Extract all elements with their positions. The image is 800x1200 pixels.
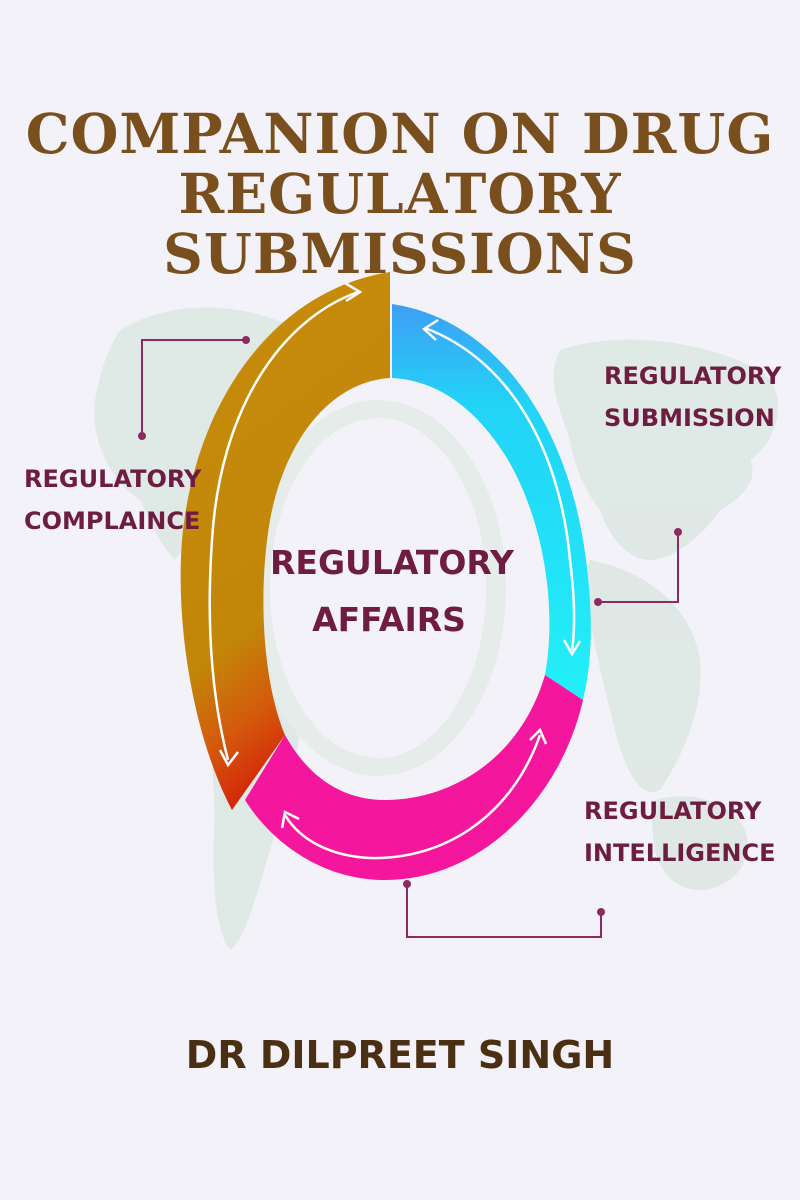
- flow-arrows: [208, 281, 582, 860]
- arrow-submission: [424, 326, 576, 651]
- label-regulatory-submission: REGULATORY SUBMISSION: [604, 355, 782, 439]
- label-line: INTELLIGENCE: [584, 839, 776, 867]
- arrow-intelligence: [283, 734, 542, 860]
- connector-dot: [403, 880, 411, 888]
- label-regulatory-compliance: REGULATORY COMPLAINCE: [24, 458, 201, 542]
- label-line: COMPLAINCE: [24, 507, 201, 535]
- label-regulatory-intelligence: REGULATORY INTELLIGENCE: [584, 790, 776, 874]
- connector-dot: [242, 336, 250, 344]
- connector-dot: [594, 598, 602, 606]
- title-line: REGULATORY: [178, 161, 622, 226]
- arrow-submission-head-bottom: [562, 639, 582, 657]
- segment-compliance: [180, 272, 390, 810]
- connector-dot: [597, 908, 605, 916]
- arrow-intelligence-head-top: [529, 727, 548, 745]
- label-line: REGULATORY: [584, 797, 762, 825]
- title-line: SUBMISSIONS: [163, 221, 637, 286]
- connector-dot: [674, 528, 682, 536]
- label-line: SUBMISSION: [604, 404, 775, 432]
- center-label-regulatory-affairs: REGULATORY AFFAIRS: [270, 534, 514, 648]
- segment-intelligence: [245, 675, 583, 880]
- label-line: REGULATORY: [24, 465, 202, 493]
- center-line: AFFAIRS: [312, 600, 466, 639]
- segment-submission: [392, 304, 591, 700]
- connector-dot: [138, 432, 146, 440]
- arrow-compliance-head-bottom: [218, 749, 239, 768]
- book-title: COMPANION ON DRUG REGULATORY SUBMISSIONS: [0, 104, 800, 284]
- connector-intelligence: [406, 884, 602, 938]
- connector-submission: [598, 533, 679, 603]
- connector-compliance: [141, 339, 245, 435]
- center-disc: [270, 418, 486, 758]
- arrow-compliance-head-top: [344, 281, 363, 303]
- arrow-submission-head-top: [421, 318, 439, 341]
- author-name: DR DILPREET SINGH: [185, 1033, 615, 1077]
- arrow-compliance: [208, 290, 359, 761]
- title-line: COMPANION ON DRUG: [25, 101, 775, 166]
- label-line: REGULATORY: [604, 362, 782, 390]
- center-line: REGULATORY: [270, 543, 514, 582]
- connector-dots: [138, 336, 682, 916]
- connector-lines: [141, 339, 679, 938]
- arrow-intelligence-head-bottom: [280, 810, 300, 829]
